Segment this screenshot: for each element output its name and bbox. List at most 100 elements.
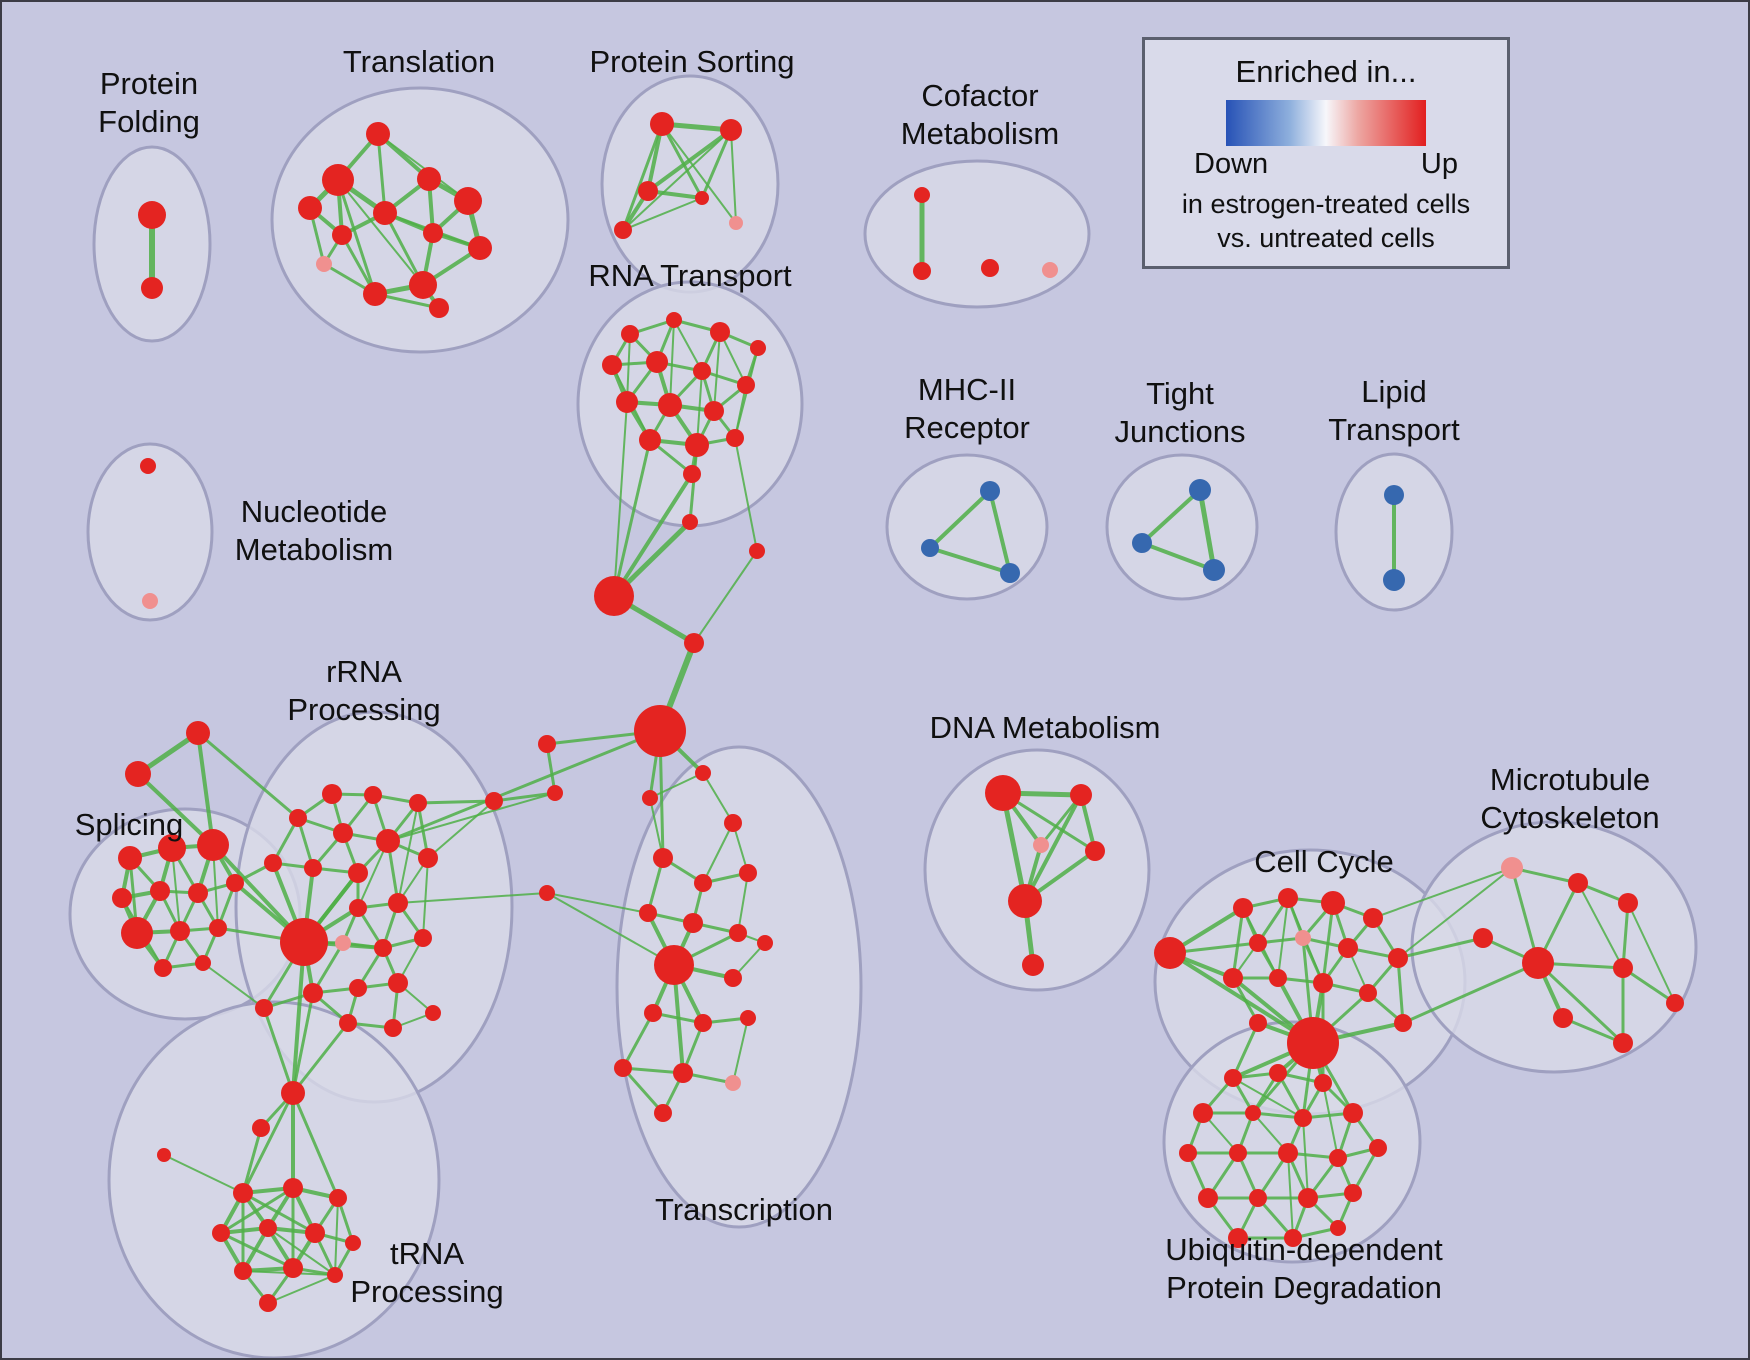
node-mhc-ii-receptor-0[interactable]	[980, 481, 1000, 501]
node-trna-processing-5[interactable]	[329, 1189, 347, 1207]
node-rrna-processing-12[interactable]	[388, 893, 408, 913]
node-transcription-16[interactable]	[673, 1063, 693, 1083]
node-cell-cycle-4[interactable]	[1363, 908, 1383, 928]
node-cell-cycle-12[interactable]	[1359, 984, 1377, 1002]
node-trna-processing-10[interactable]	[234, 1262, 252, 1280]
node-ubiquitin-degradation-0[interactable]	[1224, 1069, 1242, 1087]
node-transcription-6[interactable]	[639, 904, 657, 922]
node-microtubule-cytoskeleton-6[interactable]	[1553, 1008, 1573, 1028]
node-rrna-processing-17[interactable]	[349, 979, 367, 997]
node-rrna-processing-5[interactable]	[376, 829, 400, 853]
node-microtubule-cytoskeleton-0[interactable]	[1501, 857, 1523, 879]
node-protein-sorting-5[interactable]	[614, 221, 632, 239]
node-splicing-8[interactable]	[170, 921, 190, 941]
node-protein-folding-1[interactable]	[141, 277, 163, 299]
node-splicing-7[interactable]	[121, 917, 153, 949]
node-splicing-3[interactable]	[112, 888, 132, 908]
node-protein-folding-0[interactable]	[138, 201, 166, 229]
node-cofactor-metabolism-0[interactable]	[914, 187, 930, 203]
node-microtubule-cytoskeleton-1[interactable]	[1568, 873, 1588, 893]
node-ubiquitin-degradation-17[interactable]	[1284, 1229, 1302, 1247]
node-connectors-7[interactable]	[485, 792, 503, 810]
node-connectors-1[interactable]	[749, 543, 765, 559]
node-rrna-processing-20[interactable]	[384, 1019, 402, 1037]
node-cell-cycle-1[interactable]	[1233, 898, 1253, 918]
node-mhc-ii-receptor-2[interactable]	[1000, 563, 1020, 583]
node-rrna-processing-7[interactable]	[264, 854, 282, 872]
node-transcription-15[interactable]	[614, 1059, 632, 1077]
node-lipid-transport-1[interactable]	[1383, 569, 1405, 591]
node-microtubule-cytoskeleton-3[interactable]	[1473, 928, 1493, 948]
node-connectors-4[interactable]	[634, 705, 686, 757]
node-connectors-2[interactable]	[594, 576, 634, 616]
node-splicing-1[interactable]	[158, 834, 186, 862]
node-cell-cycle-7[interactable]	[1338, 938, 1358, 958]
node-transcription-12[interactable]	[644, 1004, 662, 1022]
node-trna-processing-6[interactable]	[212, 1224, 230, 1242]
node-cell-cycle-5[interactable]	[1249, 934, 1267, 952]
node-rrna-processing-21[interactable]	[425, 1005, 441, 1021]
node-ubiquitin-degradation-18[interactable]	[1330, 1220, 1346, 1236]
node-tight-junctions-1[interactable]	[1132, 533, 1152, 553]
node-rrna-processing-16[interactable]	[303, 983, 323, 1003]
node-translation-6[interactable]	[454, 187, 482, 215]
node-ubiquitin-degradation-4[interactable]	[1245, 1105, 1261, 1121]
node-rna-transport-0[interactable]	[621, 325, 639, 343]
node-splicing-10[interactable]	[154, 959, 172, 977]
node-cofactor-metabolism-2[interactable]	[981, 259, 999, 277]
node-cell-cycle-0[interactable]	[1154, 937, 1186, 969]
node-rrna-processing-15[interactable]	[414, 929, 432, 947]
node-microtubule-cytoskeleton-8[interactable]	[1666, 994, 1684, 1012]
node-transcription-18[interactable]	[654, 1104, 672, 1122]
node-ubiquitin-degradation-7[interactable]	[1179, 1144, 1197, 1162]
node-dna-metabolism-5[interactable]	[1022, 954, 1044, 976]
node-ubiquitin-degradation-3[interactable]	[1193, 1103, 1213, 1123]
node-rrna-processing-10[interactable]	[280, 918, 328, 966]
node-connectors-5[interactable]	[538, 735, 556, 753]
node-transcription-9[interactable]	[654, 945, 694, 985]
node-translation-2[interactable]	[298, 196, 322, 220]
node-connectors-6[interactable]	[547, 785, 563, 801]
node-rrna-processing-8[interactable]	[304, 859, 322, 877]
node-protein-sorting-3[interactable]	[695, 191, 709, 205]
node-microtubule-cytoskeleton-5[interactable]	[1613, 958, 1633, 978]
node-translation-9[interactable]	[409, 271, 437, 299]
node-rna-transport-8[interactable]	[616, 391, 638, 413]
node-tight-junctions-2[interactable]	[1203, 559, 1225, 581]
node-rna-transport-7[interactable]	[737, 376, 755, 394]
node-transcription-10[interactable]	[724, 969, 742, 987]
node-rna-transport-11[interactable]	[639, 429, 661, 451]
node-cell-cycle-6[interactable]	[1295, 930, 1311, 946]
node-connectors-8[interactable]	[539, 885, 555, 901]
node-microtubule-cytoskeleton-4[interactable]	[1522, 947, 1554, 979]
node-rna-transport-3[interactable]	[750, 340, 766, 356]
node-ubiquitin-degradation-12[interactable]	[1198, 1188, 1218, 1208]
node-ubiquitin-degradation-13[interactable]	[1249, 1189, 1267, 1207]
node-rrna-processing-3[interactable]	[289, 809, 307, 827]
node-dna-metabolism-1[interactable]	[1070, 784, 1092, 806]
node-rna-transport-12[interactable]	[685, 433, 709, 457]
node-splicing-11[interactable]	[195, 955, 211, 971]
node-rrna-processing-18[interactable]	[388, 973, 408, 993]
node-translation-8[interactable]	[423, 223, 443, 243]
node-ubiquitin-degradation-11[interactable]	[1369, 1139, 1387, 1157]
node-dna-metabolism-0[interactable]	[985, 775, 1021, 811]
node-transcription-8[interactable]	[729, 924, 747, 942]
node-trna-processing-7[interactable]	[259, 1219, 277, 1237]
node-ubiquitin-degradation-8[interactable]	[1229, 1144, 1247, 1162]
node-transcription-5[interactable]	[739, 864, 757, 882]
node-transcription-0[interactable]	[695, 765, 711, 781]
node-ubiquitin-degradation-2[interactable]	[1314, 1074, 1332, 1092]
node-rna-transport-5[interactable]	[646, 351, 668, 373]
node-transcription-1[interactable]	[642, 790, 658, 806]
node-translation-5[interactable]	[417, 167, 441, 191]
node-transcription-2[interactable]	[724, 814, 742, 832]
node-protein-sorting-1[interactable]	[720, 119, 742, 141]
node-rrna-processing-13[interactable]	[335, 935, 351, 951]
node-ubiquitin-degradation-15[interactable]	[1344, 1184, 1362, 1202]
node-translation-11[interactable]	[316, 256, 332, 272]
node-rna-transport-6[interactable]	[693, 362, 711, 380]
node-microtubule-cytoskeleton-7[interactable]	[1613, 1033, 1633, 1053]
node-cofactor-metabolism-3[interactable]	[1042, 262, 1058, 278]
node-transcription-3[interactable]	[653, 848, 673, 868]
